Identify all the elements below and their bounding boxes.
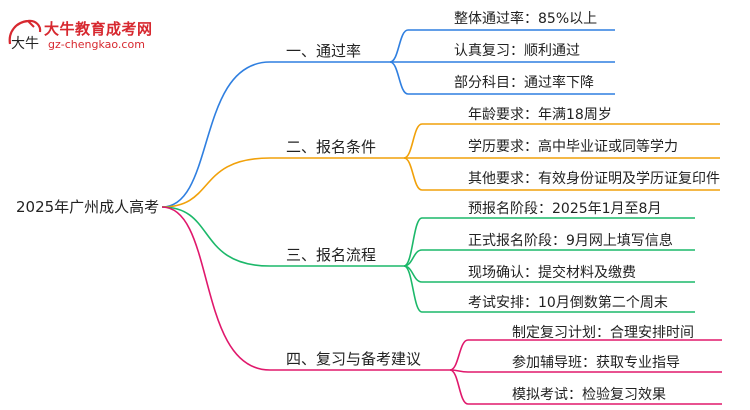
leaf-overall-pass-rate: 整体通过率：85%以上 [454, 11, 598, 27]
leaf-link [403, 123, 423, 159]
root-link [161, 61, 271, 208]
leaf-study-hard: 认真复习：顺利通过 [454, 43, 580, 59]
leaf-formal-registration: 正式报名阶段：9月网上填写信息 [468, 233, 673, 249]
root-link [161, 206, 271, 267]
leaf-age-requirement: 年龄要求：年满18周岁 [468, 107, 612, 123]
root-node: 2025年广州成人高考 [16, 198, 160, 216]
leaf-link [449, 339, 469, 371]
root-link [161, 206, 271, 371]
leaf-link [403, 265, 423, 313]
leaf-link [389, 61, 409, 95]
leaf-mock-exam: 模拟考试：检验复习效果 [512, 387, 666, 403]
leaf-other-requirement: 其他要求：有效身份证明及学历证复印件 [468, 171, 720, 187]
leaf-tutoring-class: 参加辅导班：获取专业指导 [512, 355, 680, 371]
leaf-link [403, 157, 423, 191]
branch-study-advice: 四、复习与备考建议 [286, 350, 422, 368]
leaf-study-plan: 制定复习计划：合理安排时间 [512, 325, 694, 341]
root-link [161, 157, 271, 208]
branch-process: 三、报名流程 [286, 246, 377, 264]
leaf-onsite-confirmation: 现场确认：提交材料及缴费 [468, 265, 636, 281]
leaf-pre-registration: 预报名阶段：2025年1月至8月 [468, 201, 662, 217]
leaf-some-subjects: 部分科目：通过率下降 [454, 75, 594, 91]
logo-mark-text: 大牛 [11, 36, 39, 52]
site-logo: 大牛 大牛教育成考网 gz-chengkao.com [6, 18, 171, 54]
branch-pass-rate: 一、通过率 [286, 42, 362, 60]
leaf-education-requirement: 学历要求：高中毕业证或同等学力 [468, 139, 678, 155]
leaf-exam-schedule: 考试安排：10月倒数第二个周末 [468, 295, 668, 311]
logo-url: gz-chengkao.com [48, 38, 145, 51]
logo-mark-icon: 大牛 [8, 19, 42, 52]
leaf-link [389, 29, 409, 63]
leaf-link [449, 369, 469, 405]
branch-requirements: 二、报名条件 [286, 138, 377, 156]
logo-title: 大牛教育成考网 [44, 20, 153, 38]
